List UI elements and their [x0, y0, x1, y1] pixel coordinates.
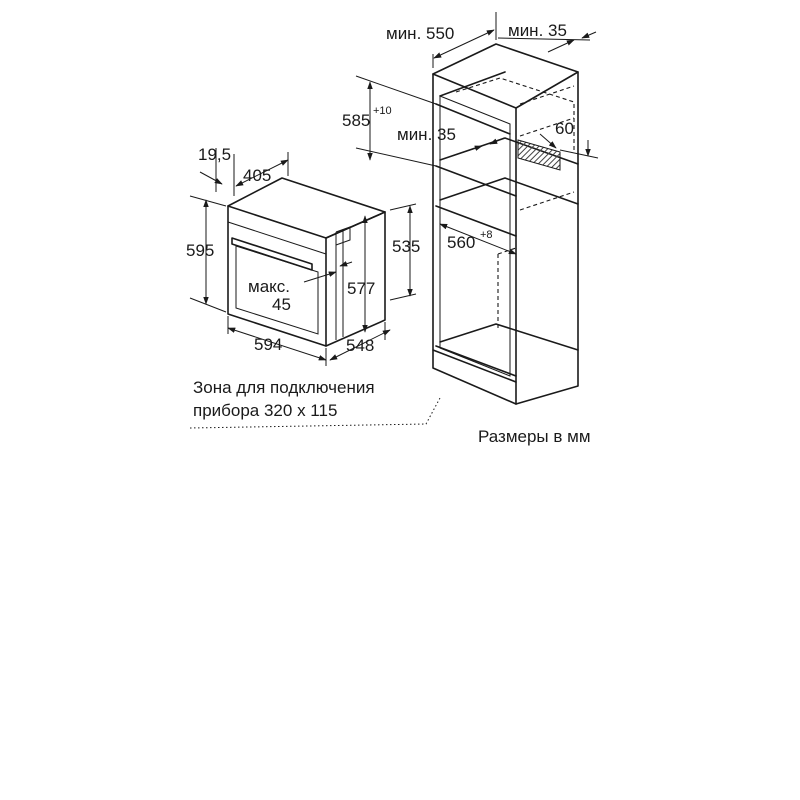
label-min-top: мин. 35 — [508, 21, 567, 40]
label-min-depth: мин. 550 — [386, 24, 454, 43]
label-width: 594 — [254, 335, 282, 354]
labels: 19,5 405 595 535 577 макс. 45 594 548 ми… — [186, 21, 591, 446]
label-vent-height: 60 — [555, 119, 574, 138]
label-max-value: 45 — [272, 295, 291, 314]
cabinet-top-face — [432, 43, 579, 109]
oven-drawing — [227, 177, 386, 347]
dim-line-550 — [433, 29, 495, 59]
label-niche-width: 560 — [447, 233, 475, 252]
label-height-total: 595 — [186, 241, 214, 260]
label-depth: 548 — [346, 336, 374, 355]
dim-line-60-b — [539, 133, 557, 149]
dim-ext-535-bottom — [389, 293, 417, 301]
dim-line-35-top-b — [581, 31, 597, 39]
dim-line-35-top-a — [547, 39, 575, 53]
label-niche-height: 585 — [342, 111, 370, 130]
cabinet-inner-frame — [439, 95, 511, 377]
label-connection-zone-2: прибора 320 x 115 — [193, 401, 337, 420]
ventilation-slot — [517, 139, 561, 171]
label-max: макс. — [248, 277, 290, 296]
dim-ext-535-top — [389, 203, 417, 211]
dim-ext-60-top — [559, 149, 599, 159]
oven-top-face — [227, 177, 386, 239]
dim-line-19-5 — [199, 171, 223, 185]
dim-line-560 — [439, 223, 517, 255]
oven-rear-bracket — [335, 226, 351, 246]
cabinet-plinth — [432, 349, 517, 405]
cabinet-dimensions — [189, 12, 599, 429]
cabinet-top-shelf — [435, 71, 511, 135]
dim-line-35-mid-a — [451, 145, 483, 157]
cabinet-niche-bottom — [435, 177, 579, 237]
label-niche-height-tol: +10 — [373, 105, 392, 117]
label-depth-offset: 19,5 — [198, 145, 231, 164]
oven-dimensions — [189, 148, 417, 366]
oven-body-edge — [335, 229, 344, 340]
oven-control-strip — [227, 221, 327, 255]
dim-ext-595-bottom — [189, 297, 227, 313]
dim-line-405 — [235, 159, 289, 187]
label-height-body: 535 — [392, 237, 420, 256]
cabinet-floor — [435, 323, 579, 377]
cabinet-side-face — [515, 71, 579, 405]
dim-ext-585-bottom — [355, 147, 437, 167]
label-height-inner: 577 — [347, 279, 375, 298]
dim-line-594 — [227, 327, 327, 361]
cabinet-drawing — [432, 43, 579, 405]
connection-zone-leader — [189, 397, 441, 429]
dim-ext-595-top — [189, 195, 227, 207]
oven-handle — [231, 237, 313, 271]
label-connection-zone-1: Зона для подключения — [193, 378, 375, 397]
label-units-note: Размеры в мм — [478, 427, 591, 446]
dim-line-max-45 — [303, 271, 337, 283]
cabinet-hidden-edges — [455, 77, 575, 330]
dim-ext-585-top — [355, 75, 437, 105]
label-depth-top: 405 — [243, 166, 271, 185]
dim-line-548 — [329, 329, 391, 361]
label-min-vent: мин. 35 — [397, 125, 456, 144]
label-niche-width-tol: +8 — [480, 229, 493, 241]
dim-line-35-mid-b — [489, 137, 505, 145]
dim-line-max-45b — [339, 261, 353, 267]
